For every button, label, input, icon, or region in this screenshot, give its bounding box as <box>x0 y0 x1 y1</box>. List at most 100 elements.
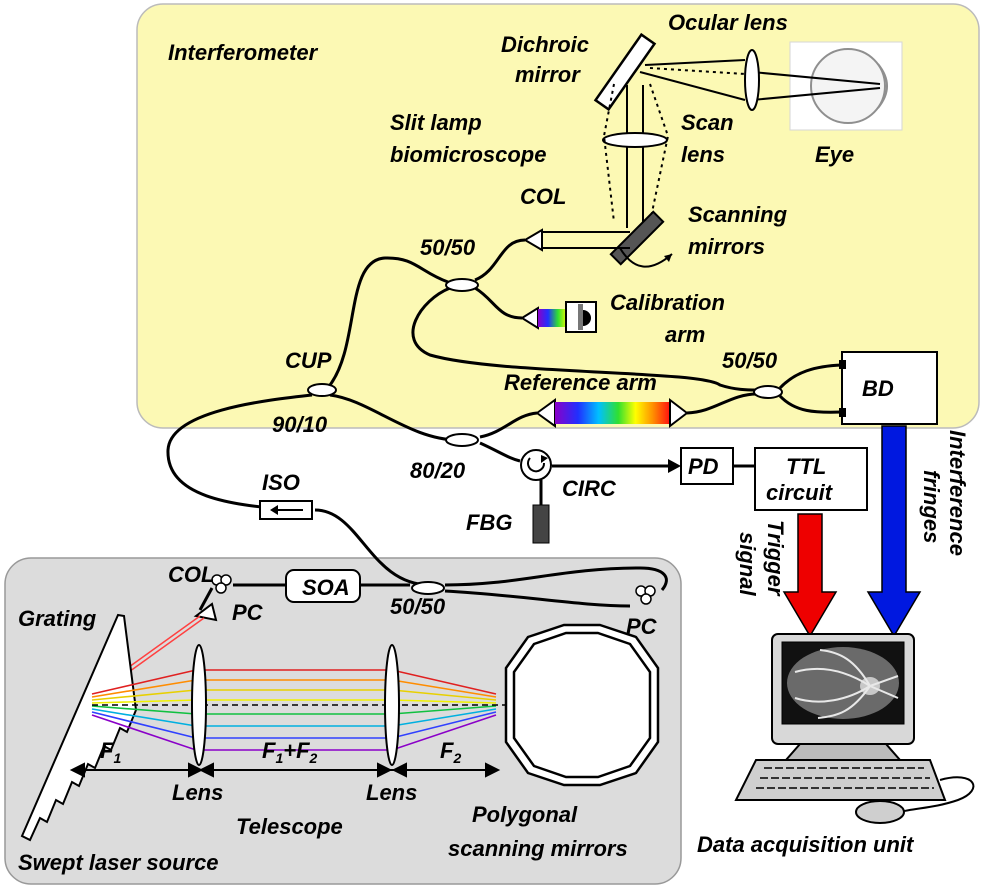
swept-source-title: Swept laser source <box>18 850 219 875</box>
eye-illustration <box>751 41 903 131</box>
keyboard <box>734 759 947 801</box>
calibration-sample-layer <box>578 304 583 330</box>
coupler-5050-bd <box>753 385 783 399</box>
fundus-image <box>787 647 899 719</box>
label-pd: PD <box>688 454 719 479</box>
label-soa: SOA <box>302 575 350 600</box>
scanning-mirror <box>609 210 665 266</box>
label-fringes-1: Interference <box>945 430 970 556</box>
label-circ: CIRC <box>562 476 617 501</box>
collimator-ref-right <box>669 397 689 429</box>
polygon-mirror <box>504 623 660 787</box>
label-col-source: COL <box>168 562 214 587</box>
bd-port-bottom <box>839 408 846 417</box>
label-scanning-1: Scanning <box>688 202 788 227</box>
circulator <box>520 449 552 481</box>
label-f2: F2 <box>440 738 461 766</box>
label-scan-2: lens <box>681 142 725 167</box>
bd-port-top <box>839 360 846 369</box>
fbg-element <box>532 504 550 544</box>
label-polygonal-1: Polygonal <box>472 802 578 827</box>
pc-right-icon <box>635 585 656 605</box>
bd-box <box>841 351 938 425</box>
label-calibration-2: arm <box>665 322 705 347</box>
lens-right <box>384 644 400 766</box>
label-scan-1: Scan <box>681 110 734 135</box>
collimator-source <box>193 602 218 622</box>
circulator-arrowhead <box>541 455 548 463</box>
label-5050-source: 50/50 <box>390 594 446 619</box>
computer-illustration <box>734 633 975 824</box>
coupler-5050-source <box>411 581 445 595</box>
beam-ocular-dotted <box>649 67 746 75</box>
distance-arrows <box>69 762 501 778</box>
label-5050-top: 50/50 <box>420 235 476 260</box>
label-fbg: FBG <box>466 510 512 535</box>
label-slit-1: Slit lamp <box>390 110 482 135</box>
label-dichroic-1: Dichroic <box>501 32 589 57</box>
label-polygonal-2: scanning mirrors <box>448 836 628 861</box>
label-calibration-1: Calibration <box>610 290 725 315</box>
label-ttl-1: TTL <box>786 454 826 479</box>
label-dichroic-2: mirror <box>515 62 581 87</box>
beam-ocular-bottom <box>639 71 746 101</box>
soa-box <box>285 569 361 603</box>
mouse <box>855 800 905 824</box>
scan-rotation-arrowhead <box>664 254 672 262</box>
label-pc-left: PC <box>232 600 264 625</box>
label-col-top: COL <box>520 184 566 209</box>
collimator-top <box>523 228 543 252</box>
spectral-rays <box>91 669 497 751</box>
pd-box <box>680 447 734 485</box>
beam-scan-dotted-right <box>649 83 670 223</box>
mouse-cable <box>899 776 975 813</box>
interferometer-panel <box>136 3 980 429</box>
label-fringes-2: fringes <box>919 470 944 543</box>
reference-spectrum <box>555 402 670 424</box>
label-lens-left: Lens <box>172 780 223 805</box>
pc-left-icon <box>211 574 232 594</box>
coupler-5050-top <box>445 278 479 292</box>
ttl-circuit-box <box>754 447 868 511</box>
label-8020: 80/20 <box>410 458 466 483</box>
isolator-arrow-head <box>270 505 278 515</box>
label-grating: Grating <box>18 606 97 631</box>
label-bd: BD <box>862 376 894 401</box>
label-9010: 90/10 <box>272 412 328 437</box>
trigger-arrow <box>782 513 838 638</box>
ocular-lens <box>744 49 760 111</box>
label-f1: F1 <box>100 738 121 766</box>
fundus-vessels <box>794 649 899 719</box>
label-eye: Eye <box>815 142 854 167</box>
label-f1-plus-f2: F1+F2 <box>262 738 318 766</box>
coupler-8020 <box>445 433 479 447</box>
label-scanning-2: mirrors <box>688 234 765 259</box>
fringes-arrow <box>866 425 922 638</box>
monitor-base <box>783 743 903 761</box>
label-reference-arm: Reference arm <box>504 370 657 395</box>
label-slit-2: biomicroscope <box>390 142 546 167</box>
interferometer-title: Interferometer <box>168 40 319 65</box>
label-telescope: Telescope <box>236 814 343 839</box>
beam-ocular-top <box>644 59 746 66</box>
dichroic-mirror <box>593 32 657 112</box>
label-trigger-2: signal <box>735 532 760 596</box>
label-ocular-lens: Ocular lens <box>668 10 788 35</box>
keyboard-keys <box>756 767 934 789</box>
label-iso: ISO <box>262 470 300 495</box>
label-ttl-2: circuit <box>766 480 834 505</box>
pd-arrowhead <box>668 459 681 473</box>
circulator-arc <box>527 457 546 473</box>
label-pc-right: PC <box>626 614 658 639</box>
coupler-cup <box>307 383 337 397</box>
lens-left <box>191 644 207 766</box>
label-lens-right: Lens <box>366 780 417 805</box>
label-trigger-1: Trigger <box>763 520 788 597</box>
scan-lens <box>602 132 668 148</box>
daq-title: Data acquisition unit <box>697 832 915 857</box>
fiber-paths <box>166 238 843 611</box>
label-5050-bd: 50/50 <box>722 348 778 373</box>
calibration-sample-dome <box>583 310 591 326</box>
